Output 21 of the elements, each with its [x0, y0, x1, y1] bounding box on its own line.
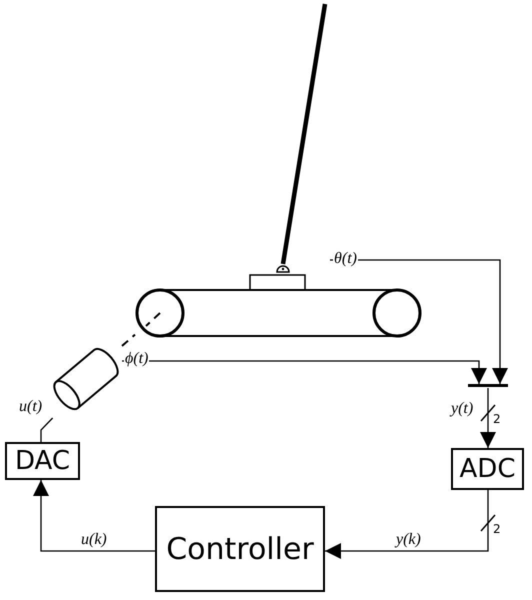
signal-label: ϕ(t) [124, 350, 150, 368]
signal-label: u(t) [18, 398, 44, 416]
signal-arrow [480, 388, 496, 448]
signal-label: θ(t) [333, 250, 358, 268]
block-label: Controller [166, 532, 314, 566]
signal-arrow [40, 418, 54, 442]
bus-width-label: 2 [493, 413, 501, 425]
block-box [5, 442, 80, 480]
block-label: DAC [14, 446, 70, 476]
signal-label: y(t) [450, 400, 474, 418]
signal-label: y(k) [395, 531, 422, 549]
block-box [451, 448, 524, 490]
bus-width-label: 2 [493, 523, 501, 535]
block-label: ADC [460, 454, 516, 484]
signal-label: u(k) [80, 531, 108, 549]
signal-arrow [33, 480, 155, 552]
signal-arrow [325, 490, 489, 559]
signal-arrow [330, 259, 508, 384]
signal-arrow [122, 360, 487, 384]
motor-shaft-line [121, 334, 136, 347]
block-box [155, 506, 325, 592]
